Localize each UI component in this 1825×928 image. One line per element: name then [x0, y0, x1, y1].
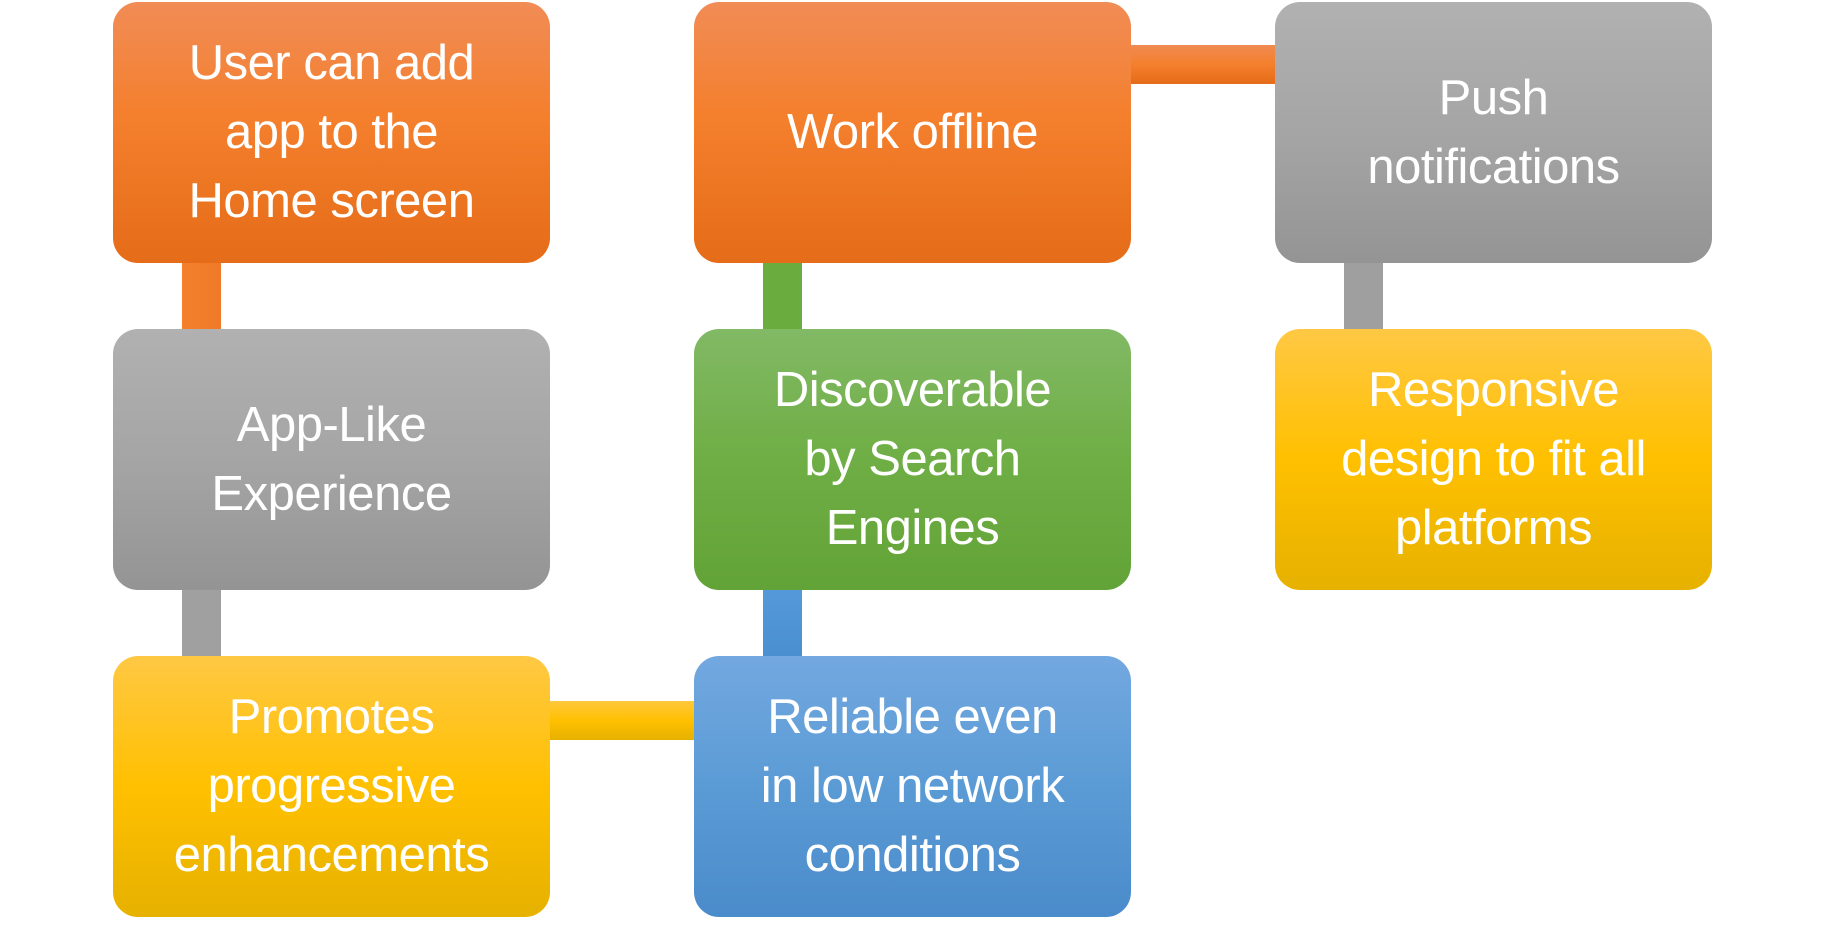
- node-label: User can add app to the Home screen: [188, 36, 475, 228]
- connector-progressive-enhancements-to-reliable: [550, 701, 694, 740]
- node-label: Work offline: [787, 105, 1038, 159]
- connector-push-notifications-to-responsive: [1344, 262, 1383, 329]
- node-label: Responsive design to fit all platforms: [1341, 363, 1646, 555]
- node-discoverable-by-search-engines: Discoverable by Search Engines: [694, 329, 1131, 590]
- node-progressive-enhancements: Promotes progressive enhancements: [113, 656, 550, 917]
- connector-add-to-home-to-app-like: [182, 262, 221, 329]
- node-label: App-Like Experience: [211, 397, 452, 521]
- node-label: Push notifications: [1367, 70, 1620, 194]
- node-reliable-low-network: Reliable even in low network conditions: [694, 656, 1131, 917]
- node-label: Reliable even in low network conditions: [760, 690, 1065, 882]
- connector-reliable-to-discoverable: [763, 589, 802, 656]
- node-app-like-experience: App-Like Experience: [113, 329, 550, 590]
- node-add-to-home-screen: User can add app to the Home screen: [113, 2, 550, 263]
- node-responsive-design: Responsive design to fit all platforms: [1275, 329, 1712, 590]
- connector-work-offline-to-push-notifications: [1131, 45, 1275, 84]
- node-label: Promotes progressive enhancements: [173, 690, 490, 882]
- node-work-offline: Work offline: [694, 2, 1131, 263]
- connector-discoverable-to-work-offline: [763, 262, 802, 329]
- node-label: Discoverable by Search Engines: [773, 363, 1052, 555]
- node-push-notifications: Push notifications: [1275, 2, 1712, 263]
- connector-app-like-to-progressive-enhancements: [182, 589, 221, 656]
